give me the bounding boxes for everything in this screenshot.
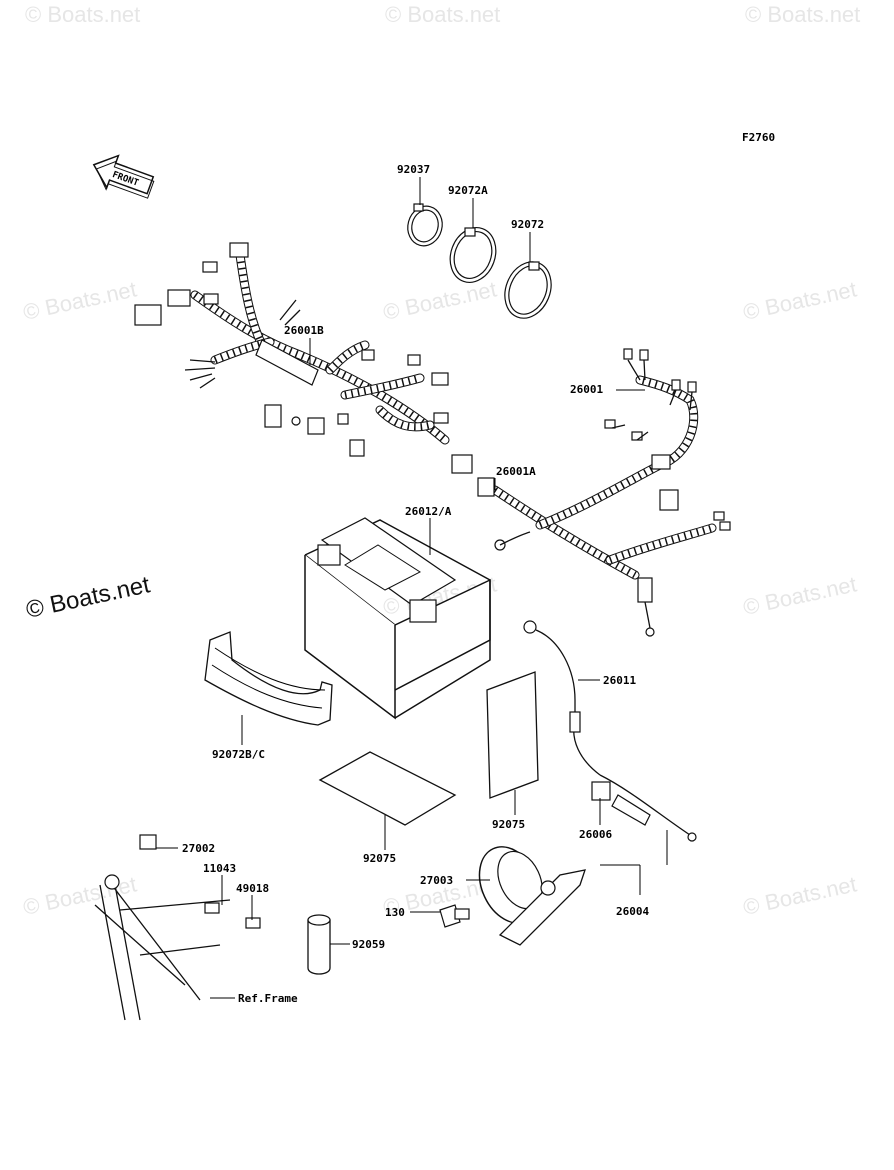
battery-26012A — [304, 517, 491, 720]
wiring-harness-26001 — [477, 348, 731, 637]
part-label: 92072B/C — [212, 748, 265, 761]
leader-lines — [156, 177, 668, 999]
battery-strap-92072BC — [204, 631, 333, 726]
part-label: 27002 — [182, 842, 215, 855]
bolt-130 — [439, 904, 470, 928]
watermark: © Boats.net — [25, 2, 140, 27]
cable-tie-92072A — [449, 227, 497, 283]
part-label: 26001 — [570, 383, 603, 396]
figure-code: F2760 — [742, 131, 775, 144]
part-label: 26001B — [284, 324, 324, 337]
part-label: 26004 — [616, 905, 649, 918]
watermark: © Boats.net — [385, 2, 500, 27]
part-label: 92075 — [492, 818, 525, 831]
watermark: © Boats.net — [741, 276, 859, 324]
battery-cable-26011 — [523, 620, 697, 842]
cable-tie-92037 — [407, 203, 443, 247]
part-label: 92037 — [397, 163, 430, 176]
part-label: 130 — [385, 906, 405, 919]
part-label: 92072A — [448, 184, 488, 197]
part-label: 27003 — [420, 874, 453, 887]
cable-tie-92072 — [504, 261, 552, 319]
watermark: © Boats.net — [21, 871, 139, 919]
part-labels: 92037 92072A 92072 26001B 26001 26001A 2… — [182, 163, 649, 1005]
watermark: © Boats.net — [741, 571, 859, 619]
watermark: © Boats.net — [745, 2, 860, 27]
watermark: © Boats.net — [741, 871, 859, 919]
part-label: 11043 — [203, 862, 236, 875]
wiring-harness-26001B — [134, 242, 473, 474]
collar-92059 — [307, 914, 331, 975]
part-label: 92075 — [363, 852, 396, 865]
watermark: © Boats.net — [381, 276, 499, 324]
part-label: 26011 — [603, 674, 636, 687]
part-label: 26006 — [579, 828, 612, 841]
part-label: 92059 — [352, 938, 385, 951]
part-label: 26012/A — [405, 505, 452, 518]
watermark: © Boats.net — [21, 276, 139, 324]
part-label: 49018 — [236, 882, 269, 895]
horn-27003 — [478, 846, 586, 946]
background-watermarks: © Boats.net © Boats.net © Boats.net © Bo… — [21, 2, 860, 920]
frame-reference — [94, 834, 261, 1021]
battery-pad-92075-horizontal — [318, 751, 457, 826]
part-label: Ref.Frame — [238, 992, 298, 1005]
part-label: 26001A — [496, 465, 536, 478]
front-arrow-icon: FRONT — [92, 154, 155, 199]
part-label: 92072 — [511, 218, 544, 231]
battery-pad-92075-vertical — [486, 671, 539, 799]
boats-net-watermark: © Boats.net — [24, 571, 153, 624]
